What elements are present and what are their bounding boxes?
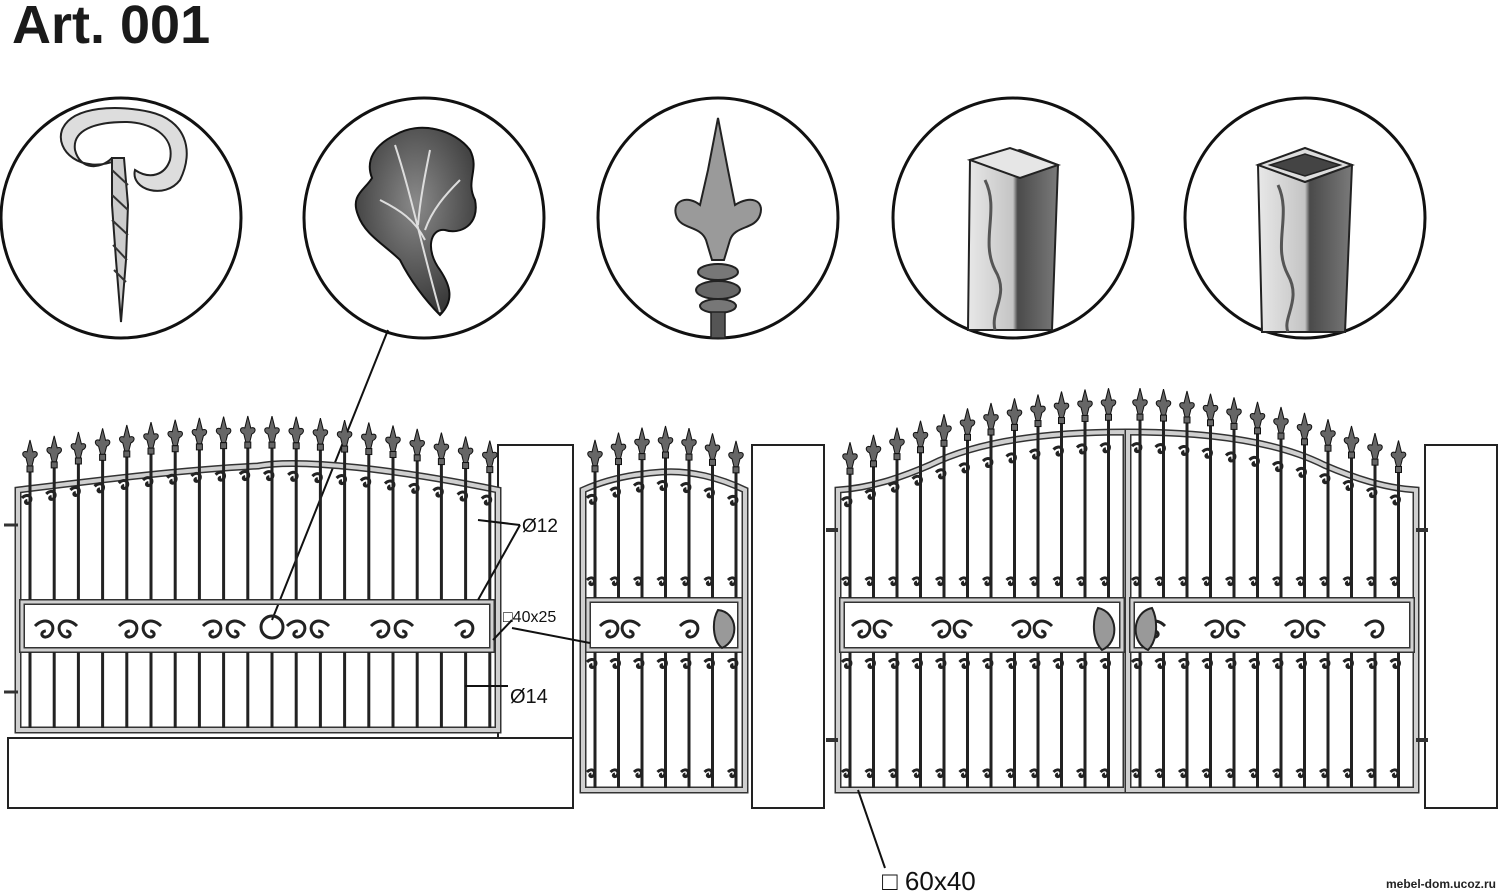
- wicket-gate: [579, 425, 749, 794]
- detail-scroll-finial: [0, 96, 243, 340]
- fence-section: [4, 415, 502, 734]
- pillar-left: [497, 444, 574, 739]
- dim-bar-round: Ø12: [522, 516, 558, 537]
- pillar-middle: [751, 444, 825, 809]
- dimension-callouts: Ø12 □40x25 Ø14 □ 60x40: [465, 516, 976, 893]
- leaf-leader-line: [271, 329, 389, 621]
- detail-forged-leaf: [302, 96, 546, 340]
- dim-bar-round-lower: Ø14: [510, 686, 548, 708]
- detail-forged-tube-hollow: [1183, 96, 1427, 340]
- double-gate: [826, 388, 1428, 794]
- detail-spear-top: [596, 96, 840, 340]
- detail-forged-bar-solid: [891, 96, 1135, 340]
- article-title: Art. 001: [12, 0, 211, 55]
- base-plinth: [7, 737, 574, 809]
- dim-frame-profile: □40x25: [503, 609, 556, 626]
- site-credit: mebel-dom.ucoz.ru: [1385, 877, 1496, 891]
- pillar-right: [1424, 444, 1498, 809]
- dim-post-profile: □ 60x40: [882, 866, 976, 893]
